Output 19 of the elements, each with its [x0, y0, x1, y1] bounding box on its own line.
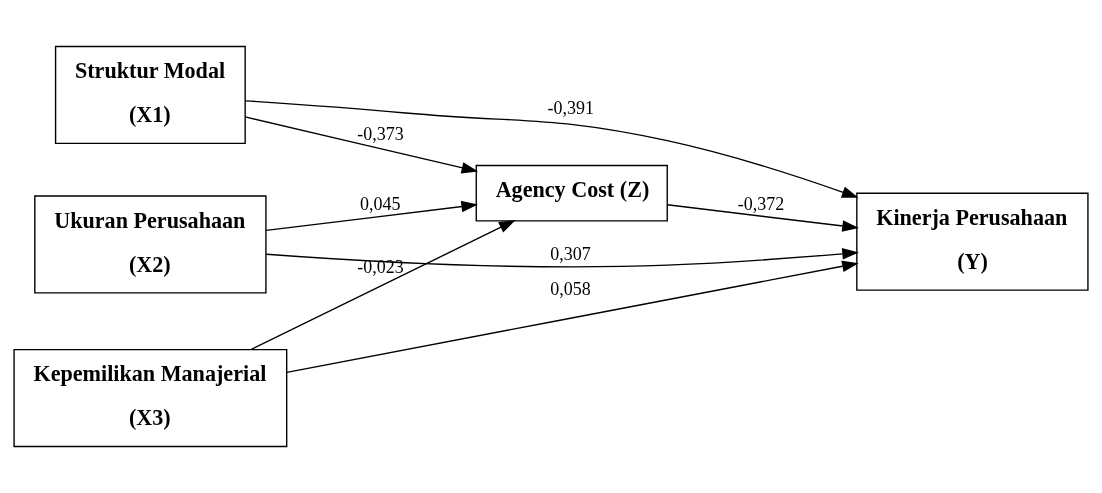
edge-label: 0,058	[550, 278, 591, 299]
node-box: Kepemilikan Manajerial (X3)	[13, 348, 288, 448]
edge-label: -0,023	[357, 256, 404, 277]
node-box: Agency Cost (Z)	[475, 164, 668, 222]
arrow	[244, 116, 479, 174]
edge-label: -0,373	[357, 123, 404, 144]
arrow	[244, 100, 859, 198]
arrow	[666, 204, 859, 232]
arrow	[286, 260, 859, 373]
edge-label: 0,045	[360, 194, 401, 215]
edge-label: -0,391	[547, 97, 594, 118]
arrow	[265, 200, 478, 232]
node-box: Ukuran Perusahaan (X2)	[34, 195, 267, 294]
node-box: Struktur Modal (X1)	[54, 45, 246, 145]
node-box: Kinerja Perusahaan (Y)	[856, 192, 1089, 291]
arrow	[250, 220, 516, 351]
edge-label: 0,307	[550, 244, 591, 265]
edge-label: -0,372	[737, 194, 785, 215]
arrow	[265, 248, 859, 268]
